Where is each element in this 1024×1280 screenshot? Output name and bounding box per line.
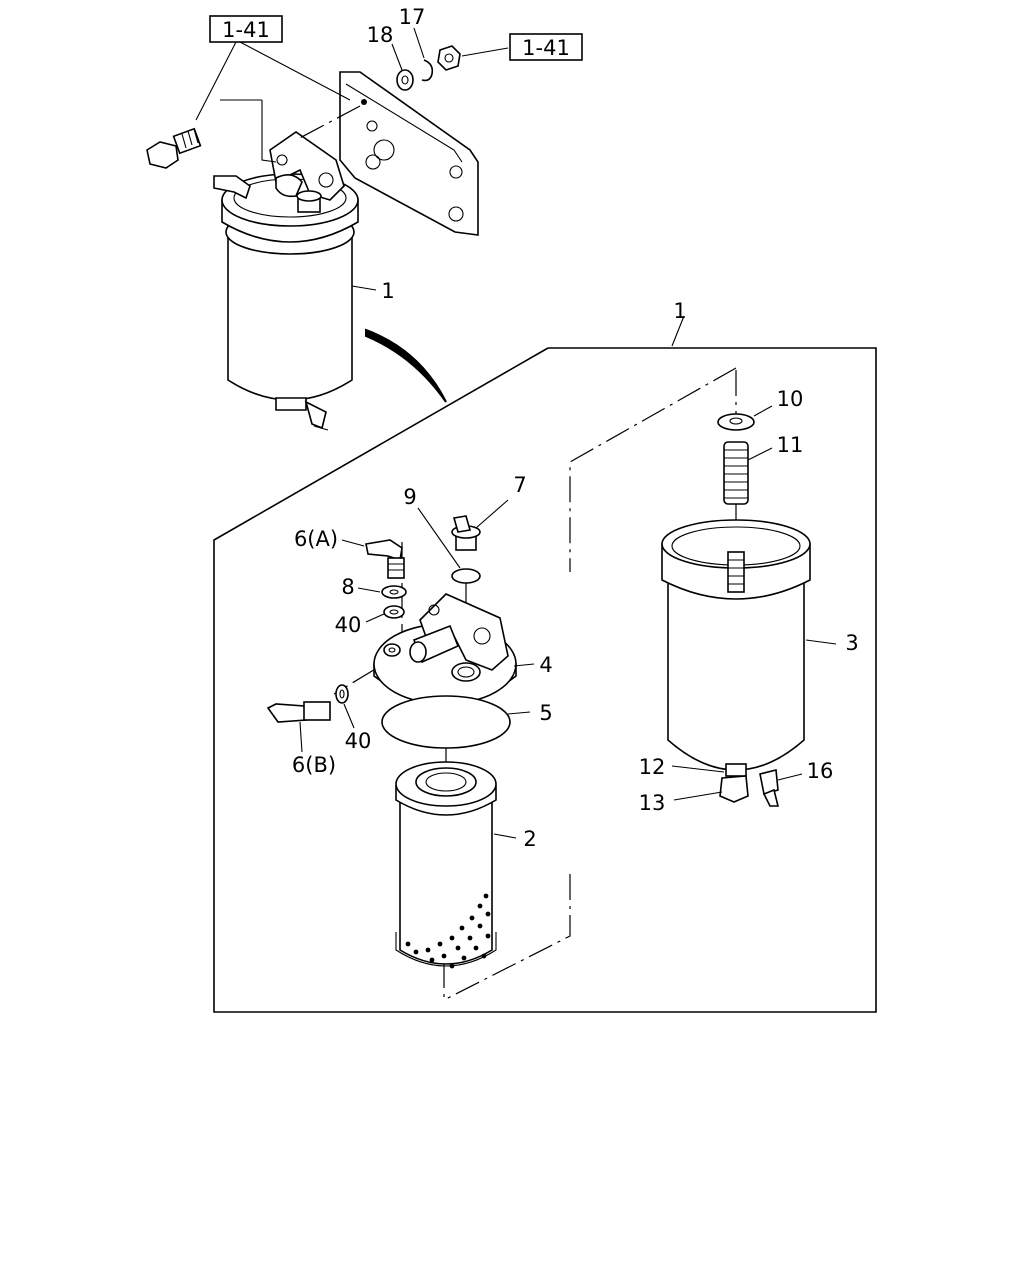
ref-label-left: 1-41 (222, 18, 270, 42)
callout-18: 18 (367, 23, 394, 47)
callout-12: 12 (639, 755, 666, 779)
callout-13: 13 (639, 791, 666, 815)
elbow-fitting-6a (365, 539, 405, 579)
spring-11 (723, 441, 749, 505)
callout-1-explode: 1 (673, 299, 686, 323)
callout-17: 17 (399, 5, 426, 29)
callout-9: 9 (403, 485, 416, 509)
leaders-top (195, 27, 509, 291)
ref-box-left (209, 15, 283, 43)
callout-7: 7 (513, 473, 526, 497)
callout-1-assembly: 1 (381, 279, 394, 303)
callout-3: 3 (845, 631, 858, 655)
filter-element-2 (395, 761, 497, 969)
callout-6a: 6(A) (294, 527, 338, 551)
explode-arrow (365, 328, 447, 403)
washer-8 (381, 585, 407, 599)
hose-fitting-6b (266, 701, 331, 723)
ref-label-right: 1-41 (522, 36, 570, 60)
bracket-bolt (146, 127, 202, 169)
callout-4: 4 (539, 653, 552, 677)
bracket-plate (339, 71, 479, 236)
callout-40-bottom: 40 (345, 729, 372, 753)
callout-10: 10 (777, 387, 804, 411)
callout-11: 11 (777, 433, 804, 457)
nut-top (437, 45, 461, 71)
callout-5: 5 (539, 701, 552, 725)
oring-9 (451, 568, 481, 584)
filter-head-4 (373, 593, 517, 705)
explode-frame (213, 347, 877, 1013)
ref-box-right (509, 33, 583, 61)
washer-18 (396, 69, 414, 91)
bowl-3 (661, 519, 811, 807)
air-vent-plug-7 (451, 515, 481, 551)
callout-16: 16 (807, 759, 834, 783)
callout-40-top: 40 (335, 613, 362, 637)
washer-40-top (383, 605, 405, 619)
spring-washer-17 (421, 59, 434, 82)
assembled-filter (213, 131, 359, 431)
leaders-explode (299, 405, 837, 839)
oring-5 (381, 695, 511, 749)
washer-10 (717, 413, 755, 431)
callout-6b: 6(B) (292, 753, 336, 777)
callout-2: 2 (523, 827, 536, 851)
callout-8: 8 (341, 575, 354, 599)
washer-40-bottom (335, 684, 349, 704)
